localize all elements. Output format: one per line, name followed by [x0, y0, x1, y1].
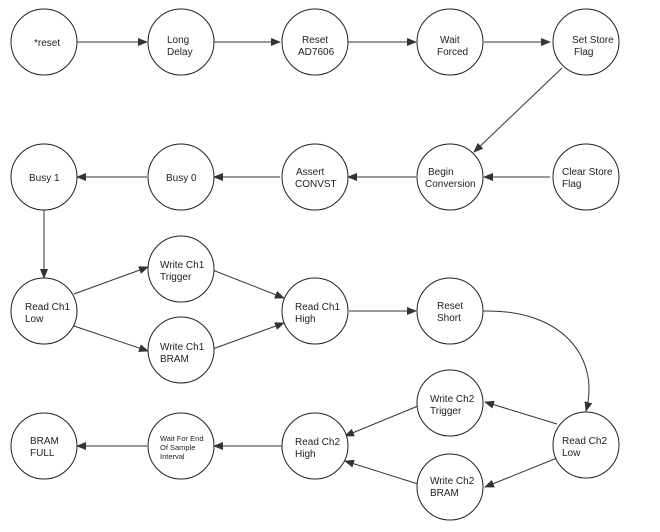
state-bram-full: BRAM FULL [10, 412, 78, 480]
state-reset-ad7606-line1: Reset [302, 35, 328, 46]
state-reset-short: Reset Short [416, 277, 484, 345]
state-reset-short-line1: Reset [437, 301, 463, 312]
state-wait-forced-line2: Forced [437, 47, 468, 58]
state-read-ch1-high-line2: High [295, 314, 316, 325]
edge-write-ch2-bram-to-read-ch2-high [344, 459, 419, 485]
state-long-delay: Long Delay [147, 8, 215, 76]
state-read-ch1-low: Read Ch1 Low [10, 277, 78, 345]
state-wait-forced: Wait Forced [416, 8, 484, 76]
state-clear-store-flag-line1: Clear Store [562, 167, 613, 178]
state-wait-end-sample-line1: Wait For End [160, 434, 203, 443]
state-reset: *reset [10, 8, 78, 76]
state-read-ch1-high: Read Ch1 High [281, 277, 349, 345]
state-write-ch1-bram-line1: Write Ch1 [160, 342, 205, 353]
edge-set-store-flag-to-begin-conversion [473, 67, 563, 153]
state-assert-convst-line2: CONVST [295, 179, 337, 190]
state-write-ch1-trigger: Write Ch1 Trigger [147, 235, 215, 303]
edge-write-ch2-trigger-to-read-ch2-high [344, 405, 419, 437]
state-bram-full-line2: FULL [30, 448, 55, 459]
state-begin-conversion-line2: Conversion [425, 179, 476, 190]
state-begin-conversion: Begin Conversion [416, 143, 484, 211]
state-read-ch1-high-line1: Read Ch1 [295, 302, 340, 313]
state-clear-store-flag-line2: Flag [562, 179, 581, 190]
state-clear-store-flag: Clear Store Flag [552, 143, 620, 211]
state-read-ch2-high-line2: High [295, 449, 316, 460]
edge-read-ch2-low-to-write-ch2-bram [484, 457, 558, 488]
state-write-ch2-trigger-line2: Trigger [430, 406, 462, 417]
edge-write-ch1-trigger-to-read-ch1-high [209, 268, 285, 299]
edge-read-ch2-low-to-write-ch2-trigger [484, 400, 558, 425]
state-bram-full-line1: BRAM [30, 436, 59, 447]
state-wait-forced-line1: Wait [440, 35, 460, 46]
state-write-ch2-trigger: Write Ch2 Trigger [416, 369, 484, 437]
state-busy1-line1: Busy 1 [29, 173, 60, 184]
state-read-ch1-low-line1: Read Ch1 [25, 302, 70, 313]
state-write-ch1-trigger-line1: Write Ch1 [160, 260, 205, 271]
edge-write-ch1-bram-to-read-ch1-high [209, 322, 285, 351]
state-reset-line1: *reset [34, 38, 60, 49]
state-busy1: Busy 1 [10, 143, 78, 211]
state-wait-end-sample-line2: Of Sample [160, 443, 195, 452]
state-write-ch1-trigger-line2: Trigger [160, 272, 192, 283]
state-set-store-flag-line1: Set Store [572, 35, 614, 46]
state-reset-ad7606-line2: AD7606 [298, 47, 335, 58]
state-read-ch2-low-line2: Low [562, 448, 581, 459]
state-write-ch1-bram: Write Ch1 BRAM [147, 316, 215, 384]
state-busy0: Busy 0 [147, 143, 215, 211]
state-write-ch2-bram-line1: Write Ch2 [430, 476, 475, 487]
edge-reset-short-to-read-ch2-low [482, 310, 593, 412]
state-set-store-flag: Set Store Flag [552, 8, 620, 76]
state-write-ch1-bram-line2: BRAM [160, 354, 189, 365]
state-wait-end-sample-line3: Interval [160, 452, 185, 461]
state-write-ch2-bram: Write Ch2 BRAM [416, 453, 484, 521]
state-reset-ad7606: Reset AD7606 [281, 8, 349, 76]
state-assert-convst: Assert CONVST [281, 143, 349, 211]
state-set-store-flag-line2: Flag [574, 47, 593, 58]
state-busy0-line1: Busy 0 [166, 173, 197, 184]
state-read-ch2-high-line1: Read Ch2 [295, 437, 340, 448]
state-write-ch2-trigger-line1: Write Ch2 [430, 394, 475, 405]
state-read-ch2-low: Read Ch2 Low [552, 411, 620, 479]
state-assert-convst-line1: Assert [296, 167, 325, 178]
edge-read-ch1-low-to-write-ch1-bram [73, 325, 149, 352]
state-read-ch2-high: Read Ch2 High [281, 412, 349, 480]
state-read-ch1-low-line2: Low [25, 314, 44, 325]
edge-read-ch1-low-to-write-ch1-trigger [73, 266, 149, 295]
state-read-ch2-low-line1: Read Ch2 [562, 436, 607, 447]
state-reset-short-line2: Short [437, 313, 461, 324]
state-begin-conversion-line1: Begin [428, 167, 454, 178]
state-long-delay-line2: Delay [167, 47, 193, 58]
state-wait-end-sample: Wait For End Of Sample Interval [147, 412, 215, 480]
state-long-delay-line1: Long [167, 35, 189, 46]
state-write-ch2-bram-line2: BRAM [430, 488, 459, 499]
